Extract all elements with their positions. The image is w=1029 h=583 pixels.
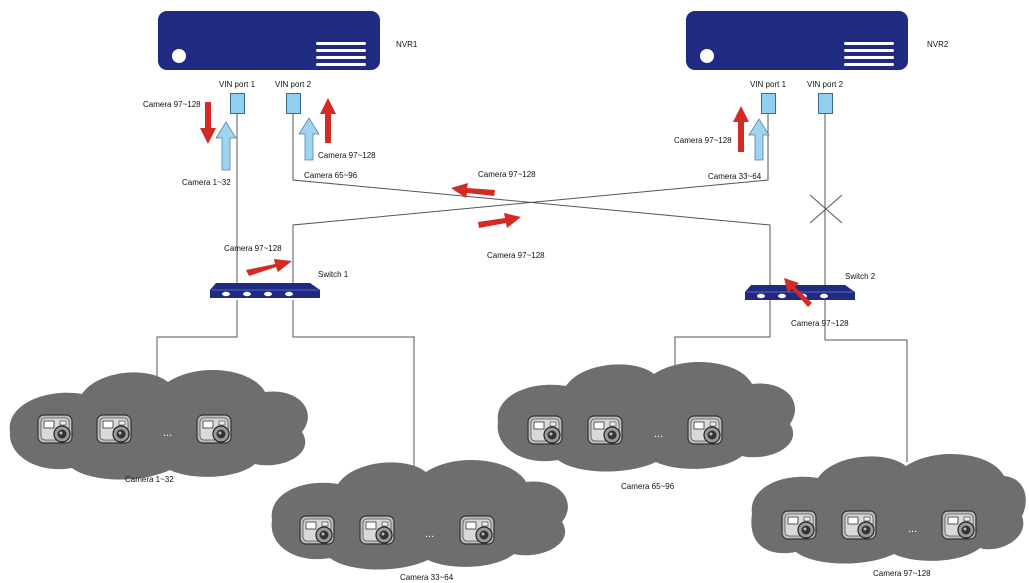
camera-icon <box>196 414 232 444</box>
connection-lines <box>156 113 908 468</box>
camera-icon <box>941 510 977 540</box>
camera-icon <box>37 414 73 444</box>
flow-arrow-icon <box>246 259 292 276</box>
vent-icon <box>844 56 894 59</box>
nvr-1-port-2-label: VIN port 2 <box>275 80 312 89</box>
camera-group-label: Camera 97~128 <box>873 569 931 578</box>
camera-icon <box>299 515 335 545</box>
vent-icon <box>316 63 366 66</box>
vent-icon <box>316 42 366 45</box>
flow-label: Camera 65~96 <box>304 171 358 180</box>
vent-icon <box>316 56 366 59</box>
flow-arrow-icon <box>784 278 812 307</box>
flow-arrow-icon <box>200 102 216 144</box>
flow-label: Camera 97~128 <box>224 244 282 253</box>
flow-label: Camera 97~128 <box>487 251 545 260</box>
vent-icon <box>844 49 894 52</box>
nvr-2-vin-port-2 <box>818 93 833 114</box>
camera-icon <box>359 515 395 545</box>
nvr-2-device-icon <box>686 11 908 70</box>
switch-1-label: Switch 1 <box>318 270 349 279</box>
camera-icon <box>687 415 723 445</box>
flow-label: Camera 97~128 <box>674 136 732 145</box>
flow-label: Camera 97~128 <box>143 100 201 109</box>
nvr-2-port-2-label: VIN port 2 <box>807 80 844 89</box>
camera-icon <box>841 510 877 540</box>
cloud-icon <box>271 459 568 570</box>
nvr-2-name: NVR2 <box>927 40 949 49</box>
vent-icon <box>844 63 894 66</box>
flow-label: Camera 97~128 <box>478 170 536 179</box>
switch-2-label: Switch 2 <box>845 272 876 281</box>
camera-group-label: Camera 1~32 <box>125 475 174 484</box>
camera-icon <box>96 414 132 444</box>
nvr-1-vin-port-1 <box>230 93 245 114</box>
flow-arrow-icon <box>320 98 336 143</box>
camera-group-label: Camera 33~64 <box>400 573 454 582</box>
nvr-2-port-1-label: VIN port 1 <box>750 80 787 89</box>
flow-arrow-icon <box>298 117 320 161</box>
nvr-1-name: NVR1 <box>396 40 418 49</box>
cloud-icon <box>497 361 796 472</box>
broken-link-x-icon <box>809 194 843 224</box>
camera-ellipsis: ... <box>425 528 434 540</box>
flow-arrow-icon <box>215 121 237 171</box>
flow-label: Camera 33~64 <box>708 172 762 181</box>
camera-icon <box>527 415 563 445</box>
camera-icon <box>781 510 817 540</box>
vent-icon <box>316 49 366 52</box>
camera-icon <box>587 415 623 445</box>
vent-icon <box>844 42 894 45</box>
flow-arrow-icon <box>748 118 770 161</box>
camera-ellipsis: ... <box>908 523 917 535</box>
flow-label: Camera 1~32 <box>182 178 231 187</box>
flow-arrows <box>200 98 812 307</box>
power-led-icon <box>172 49 186 63</box>
power-led-icon <box>700 49 714 63</box>
camera-icon <box>459 515 495 545</box>
cloud-icon <box>751 453 1026 564</box>
switch-1-icon <box>210 283 320 298</box>
nvr-1-device-icon <box>158 11 380 70</box>
flow-label: Camera 97~128 <box>318 151 376 160</box>
flow-arrow-icon <box>478 213 521 228</box>
nvr-1-vin-port-2 <box>286 93 301 114</box>
camera-ellipsis: ... <box>654 428 663 440</box>
nvr-1-port-1-label: VIN port 1 <box>219 80 256 89</box>
flow-label: Camera 97~128 <box>791 319 849 328</box>
flow-arrow-icon <box>733 106 749 152</box>
camera-group-label: Camera 65~96 <box>621 482 675 491</box>
flow-arrow-icon <box>451 183 495 198</box>
camera-ellipsis: ... <box>163 427 172 439</box>
cloud-icon <box>9 369 308 480</box>
nvr-2-vin-port-1 <box>761 93 776 114</box>
